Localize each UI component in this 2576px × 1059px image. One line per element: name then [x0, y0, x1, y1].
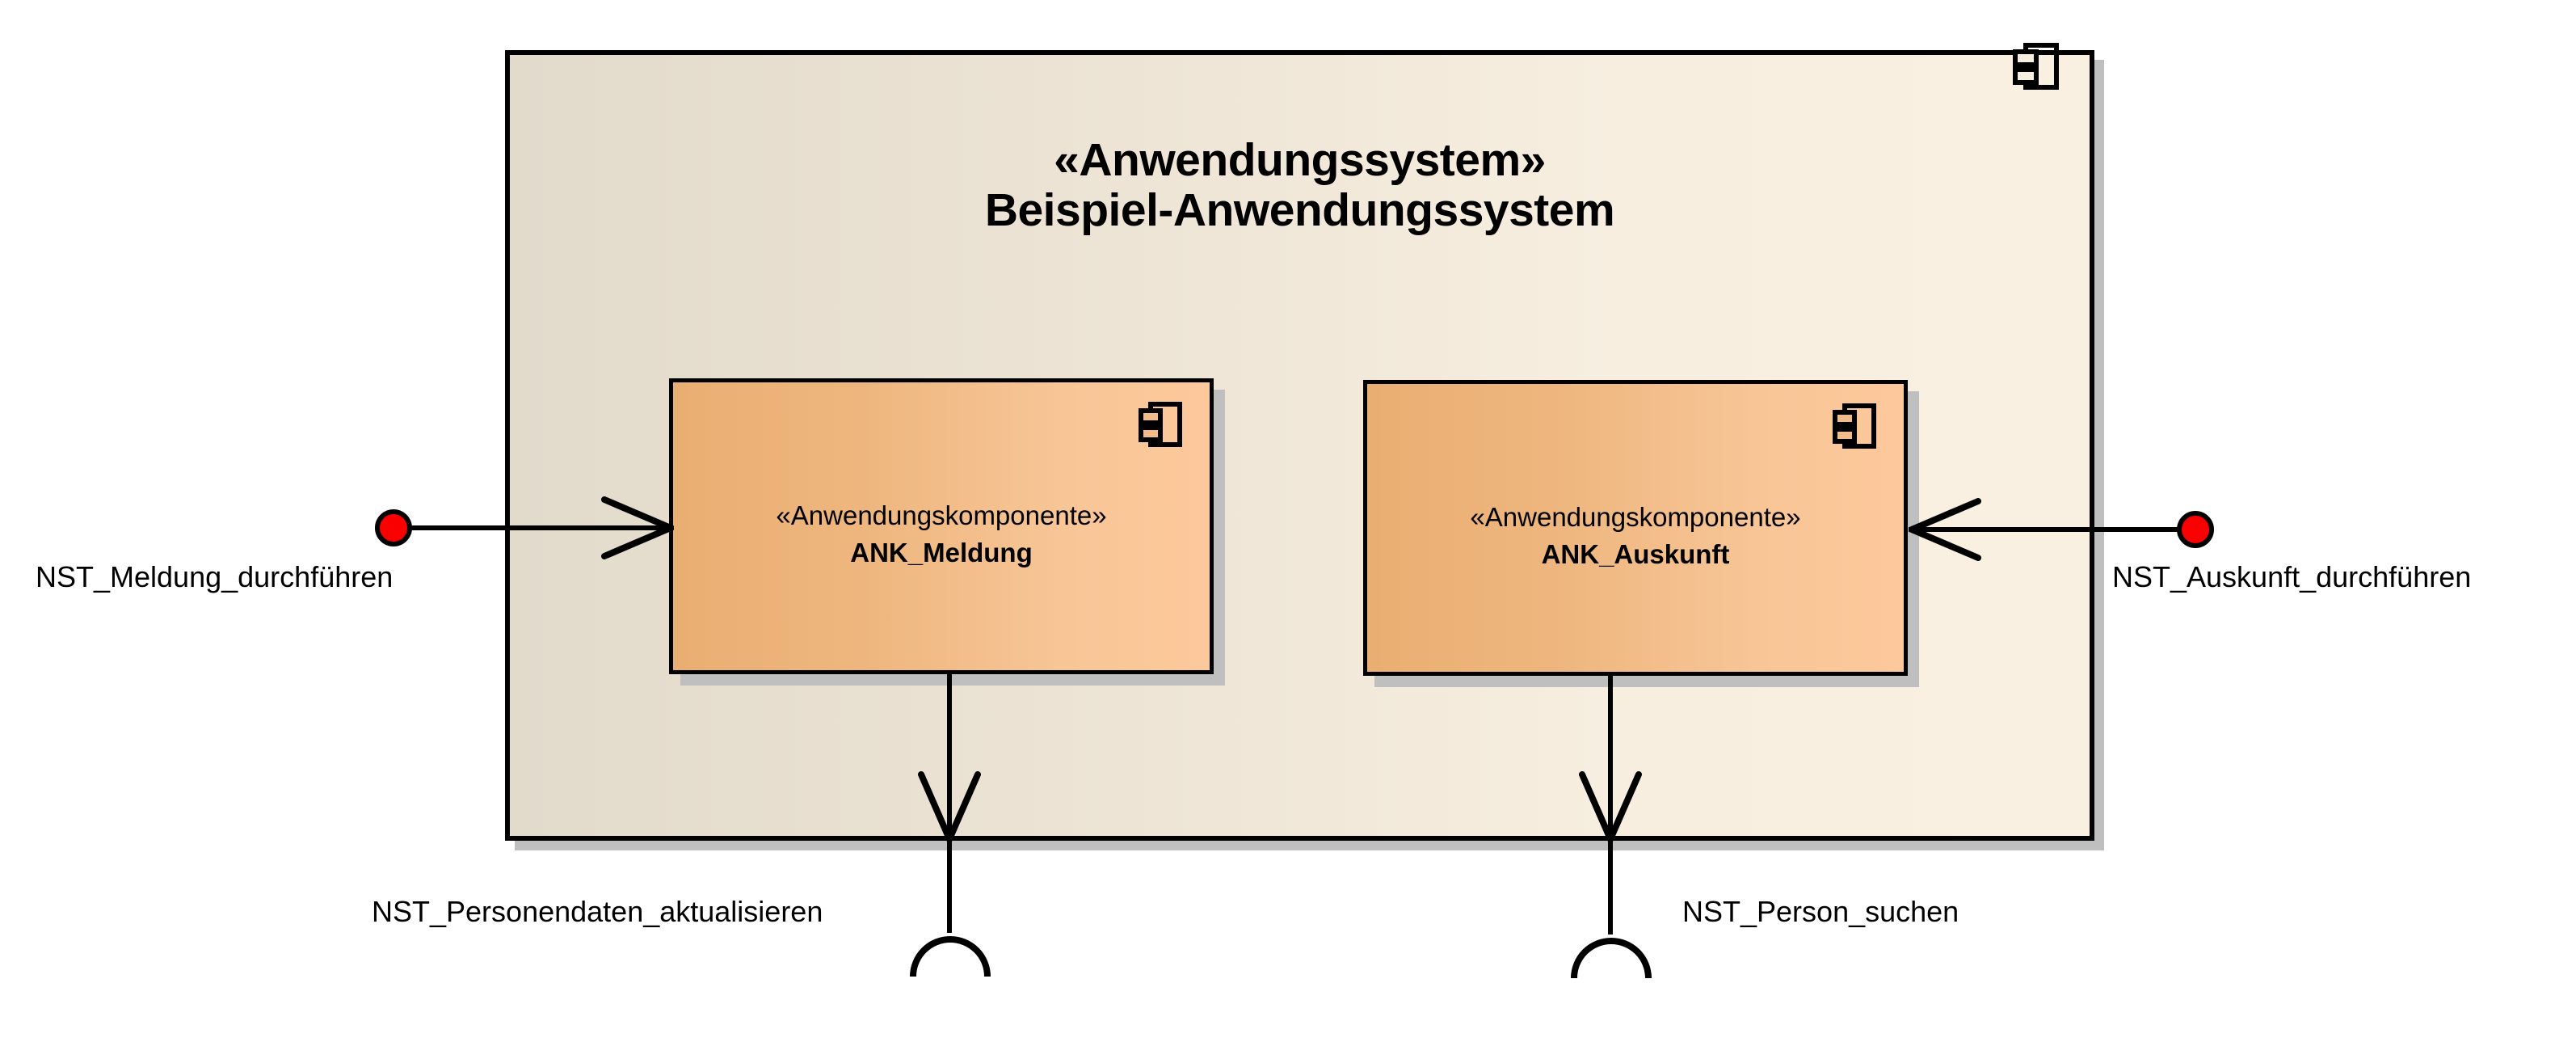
provided-interface-connector-right	[1910, 527, 2182, 532]
component-icon	[2013, 40, 2061, 94]
provided-interface-label-nst-auskunft-durchfuehren: NST_Auskunft_durchführen	[2112, 560, 2472, 593]
component-stereotype: «Anwendungskomponente»	[1470, 502, 1801, 532]
arrowhead-right-into-ank-meldung	[600, 495, 680, 561]
required-interface-socket-nst-personendaten-aktualisieren[interactable]	[905, 926, 995, 978]
arrowhead-down-nst-personendaten-aktualisieren	[916, 770, 983, 847]
component-icon	[1139, 400, 1184, 450]
required-interface-label-nst-personendaten-aktualisieren: NST_Personendaten_aktualisieren	[372, 895, 823, 928]
provided-interface-ball-nst-auskunft-durchfuehren[interactable]	[2177, 511, 2214, 548]
component-ank-auskunft[interactable]: «Anwendungskomponente» ANK_Auskunft	[1363, 380, 1908, 676]
component-name: ANK_Auskunft	[1541, 539, 1730, 569]
arrowhead-left-into-ank-auskunft	[1903, 496, 1983, 563]
system-stereotype: «Anwendungssystem»	[1054, 134, 1546, 186]
system-title: «Anwendungssystem» Beispiel-Anwendungssy…	[510, 134, 2090, 236]
component-icon	[1833, 402, 1878, 452]
component-stereotype: «Anwendungskomponente»	[776, 500, 1107, 530]
provided-interface-label-nst-meldung-durchfuehren: NST_Meldung_durchführen	[36, 560, 394, 593]
component-ank-meldung[interactable]: «Anwendungskomponente» ANK_Meldung	[669, 378, 1214, 674]
required-interface-label-nst-person-suchen: NST_Person_suchen	[1682, 895, 1959, 928]
required-interface-connector-left	[947, 674, 952, 933]
required-interface-socket-nst-person-suchen[interactable]	[1566, 928, 1656, 980]
arrowhead-down-nst-person-suchen	[1577, 770, 1644, 847]
required-interface-connector-right	[1608, 676, 1613, 935]
provided-interface-connector-left	[410, 525, 671, 530]
provided-interface-ball-nst-meldung-durchfuehren[interactable]	[375, 509, 412, 546]
component-name: ANK_Meldung	[850, 538, 1033, 567]
system-name: Beispiel-Anwendungssystem	[984, 184, 1615, 236]
